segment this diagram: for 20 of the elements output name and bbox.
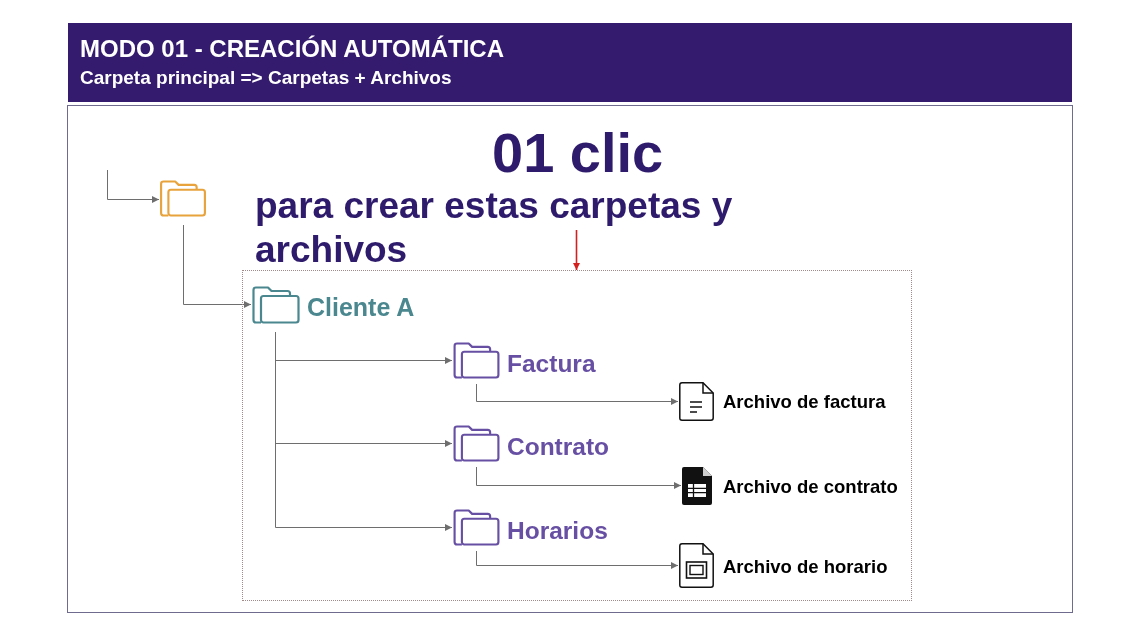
headline: 01 clic (492, 125, 664, 181)
folder-icon (159, 180, 207, 217)
subtitle: Carpeta principal => Carpetas + Archivos (80, 66, 452, 90)
title: MODO 01 - CREACIÓN AUTOMÁTICA (80, 35, 504, 63)
connector-arrow (275, 331, 453, 531)
folder-label: Factura (507, 348, 596, 379)
file-label: Archivo de factura (723, 390, 886, 414)
connector-arrow (107, 169, 160, 203)
instruction-text: para crear estas carpetas y archivos (255, 184, 755, 272)
connector-arrow (476, 383, 679, 405)
folder-label: Cliente A (307, 292, 415, 322)
folder-label: Horarios (507, 515, 608, 546)
connector-arrow (476, 466, 682, 489)
folder-label: Contrato (507, 431, 610, 462)
pointer-arrow (573, 229, 580, 271)
connector-arrow (476, 550, 679, 569)
file-label: Archivo de contrato (723, 474, 898, 499)
connector-arrow (183, 224, 252, 308)
dotted-group-frame (242, 270, 912, 601)
file-label: Archivo de horario (723, 555, 888, 579)
